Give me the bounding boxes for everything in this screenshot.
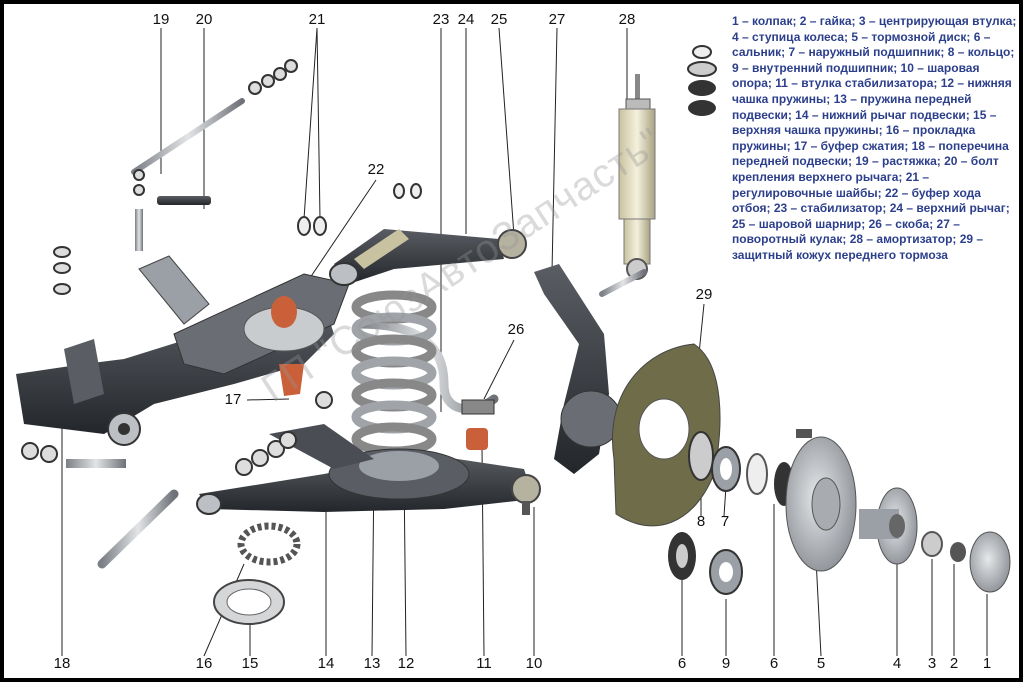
- callout-6-upper: 6: [769, 655, 779, 672]
- callout-14: 14: [317, 655, 335, 672]
- callout-21: 21: [308, 11, 326, 28]
- callout-11: 11: [476, 655, 492, 672]
- callout-25: 25: [490, 11, 508, 28]
- callout-13: 13: [363, 655, 381, 672]
- brake-disc: [785, 429, 857, 572]
- callout-24: 24: [457, 11, 475, 28]
- callout-19: 19: [152, 11, 170, 28]
- callout-28: 28: [618, 11, 636, 28]
- callout-23: 23: [432, 11, 450, 28]
- leader-lines: [61, 27, 988, 657]
- callout-18: 18: [53, 655, 71, 672]
- callout-15: 15: [241, 655, 259, 672]
- parts-legend: 1 – колпак; 2 – гайка; 3 – центрирующая …: [732, 14, 1017, 262]
- coil-spring: [351, 290, 437, 456]
- diagram-frame: ГП "СоюзАвтоЗапчасть" 1 – колпак; 2 – га…: [4, 4, 1019, 678]
- callout-5: 5: [816, 655, 826, 672]
- callout-20: 20: [195, 11, 213, 28]
- callout-22: 22: [367, 161, 385, 178]
- nuts-19: [248, 59, 298, 95]
- callout-7: 7: [720, 513, 730, 530]
- callout-2: 2: [949, 655, 959, 672]
- suspension-exploded-view: [16, 27, 1011, 657]
- callout-8: 8: [696, 513, 706, 530]
- callout-26: 26: [507, 321, 525, 338]
- callout-3: 3: [927, 655, 937, 672]
- callout-1: 1: [982, 655, 992, 672]
- callout-17: 17: [224, 391, 242, 408]
- callout-10: 10: [525, 655, 543, 672]
- callout-4: 4: [892, 655, 902, 672]
- shock-absorber: [599, 74, 656, 297]
- callout-9: 9: [721, 655, 731, 672]
- callout-6-lower: 6: [677, 655, 687, 672]
- callout-16: 16: [195, 655, 213, 672]
- callout-27: 27: [548, 11, 566, 28]
- callout-29: 29: [695, 286, 713, 303]
- callout-12: 12: [397, 655, 415, 672]
